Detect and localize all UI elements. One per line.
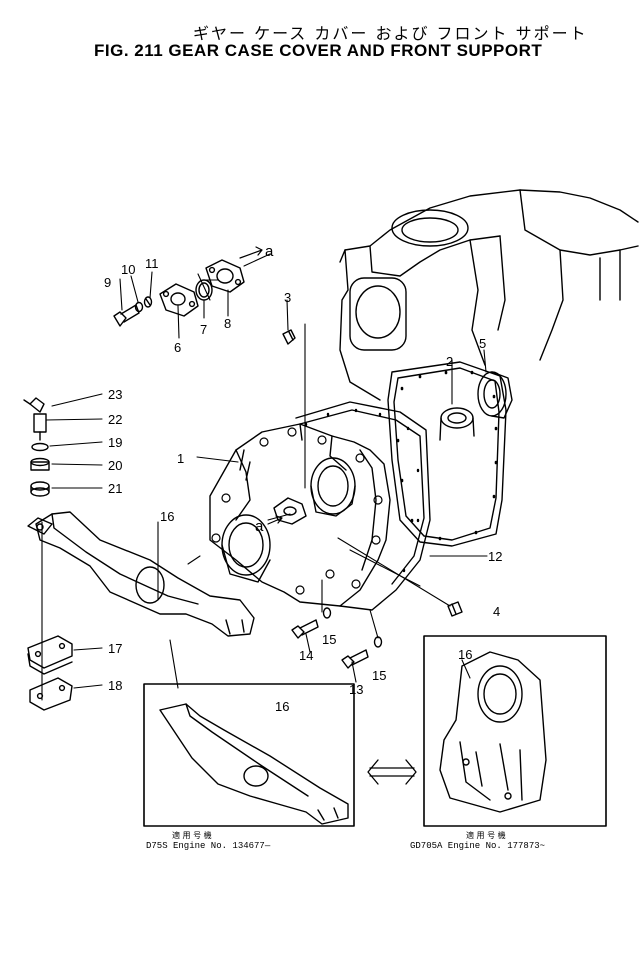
cover-plate-6 xyxy=(159,283,199,317)
elbow-22 xyxy=(33,413,47,441)
callout-numbers: 1 2 3 4 5 6 7 8 9 10 11 12 13 14 15 15 1… xyxy=(104,243,502,714)
left-inset-applicability-label: 適 用 号 機 xyxy=(172,831,212,840)
front-support-bracket xyxy=(27,511,255,637)
plug-4 xyxy=(447,601,463,617)
lock-washer-11 xyxy=(143,296,153,308)
callout-12: 12 xyxy=(488,549,502,564)
nut-20 xyxy=(30,457,50,471)
right-inset-engine-note: GD705A Engine No. 177873~ xyxy=(410,841,546,851)
washer-15-upper xyxy=(322,607,332,619)
callout-6: 6 xyxy=(174,340,181,355)
inset-box-left xyxy=(143,683,355,827)
shim-plate-18 xyxy=(29,677,73,711)
collar-21 xyxy=(30,481,50,497)
o-ring-7 xyxy=(195,279,213,301)
right-inset-applicability-label: 適 用 号 機 xyxy=(466,831,506,840)
callout-19: 19 xyxy=(108,435,122,450)
callout-1: 1 xyxy=(177,451,184,466)
washer-19 xyxy=(31,442,49,452)
callout-15-upper: 15 xyxy=(322,632,336,647)
callout-16-right-inset: 16 xyxy=(458,647,472,662)
callout-4: 4 xyxy=(493,604,500,619)
double-arrow xyxy=(367,759,417,785)
front-support-plate xyxy=(295,401,475,611)
bolt-14 xyxy=(291,619,319,639)
leader-lines xyxy=(41,253,488,701)
callout-10: 10 xyxy=(121,262,135,277)
gasket xyxy=(387,361,507,547)
callout-9: 9 xyxy=(104,275,111,290)
callout-15-lower: 15 xyxy=(372,668,386,683)
callout-5: 5 xyxy=(479,336,486,351)
callout-11: 11 xyxy=(145,256,159,271)
arrow-a-top xyxy=(239,246,263,259)
callout-17: 17 xyxy=(108,641,122,656)
plug-3 xyxy=(282,329,296,345)
callout-16-main: 16 xyxy=(160,509,174,524)
flange-8 xyxy=(205,259,245,293)
callout-13: 13 xyxy=(349,682,363,697)
callout-a-top: a xyxy=(265,243,274,260)
callout-16-left-inset: 16 xyxy=(275,699,289,714)
callout-2: 2 xyxy=(446,354,453,369)
bolt-13 xyxy=(341,649,369,669)
small-cover-plate xyxy=(273,497,307,525)
washer-10 xyxy=(134,301,144,313)
callout-8: 8 xyxy=(224,316,231,331)
callout-14: 14 xyxy=(299,648,313,663)
figure-title: FIG. 211 GEAR CASE COVER AND FRONT SUPPO… xyxy=(94,41,543,60)
callout-22: 22 xyxy=(108,412,122,427)
inset-box-right xyxy=(423,635,607,827)
callout-3: 3 xyxy=(284,290,291,305)
figure-title-japanese: ギヤー ケース カバー および フロント サポート xyxy=(193,24,588,43)
gear-case-cover xyxy=(209,423,391,607)
callout-20: 20 xyxy=(108,458,122,473)
fitting-23 xyxy=(23,397,45,413)
oil-seal xyxy=(477,371,513,419)
left-inset-engine-note: D75S Engine No. 134677— xyxy=(146,841,271,851)
callout-a-mid: a xyxy=(255,518,264,535)
arrow-a-mid xyxy=(267,515,283,525)
engine-block xyxy=(339,189,639,401)
shim-plate-17 xyxy=(27,635,73,675)
callout-18: 18 xyxy=(108,678,122,693)
callout-21: 21 xyxy=(108,481,122,496)
callout-7: 7 xyxy=(200,322,207,337)
callout-23: 23 xyxy=(108,387,122,402)
